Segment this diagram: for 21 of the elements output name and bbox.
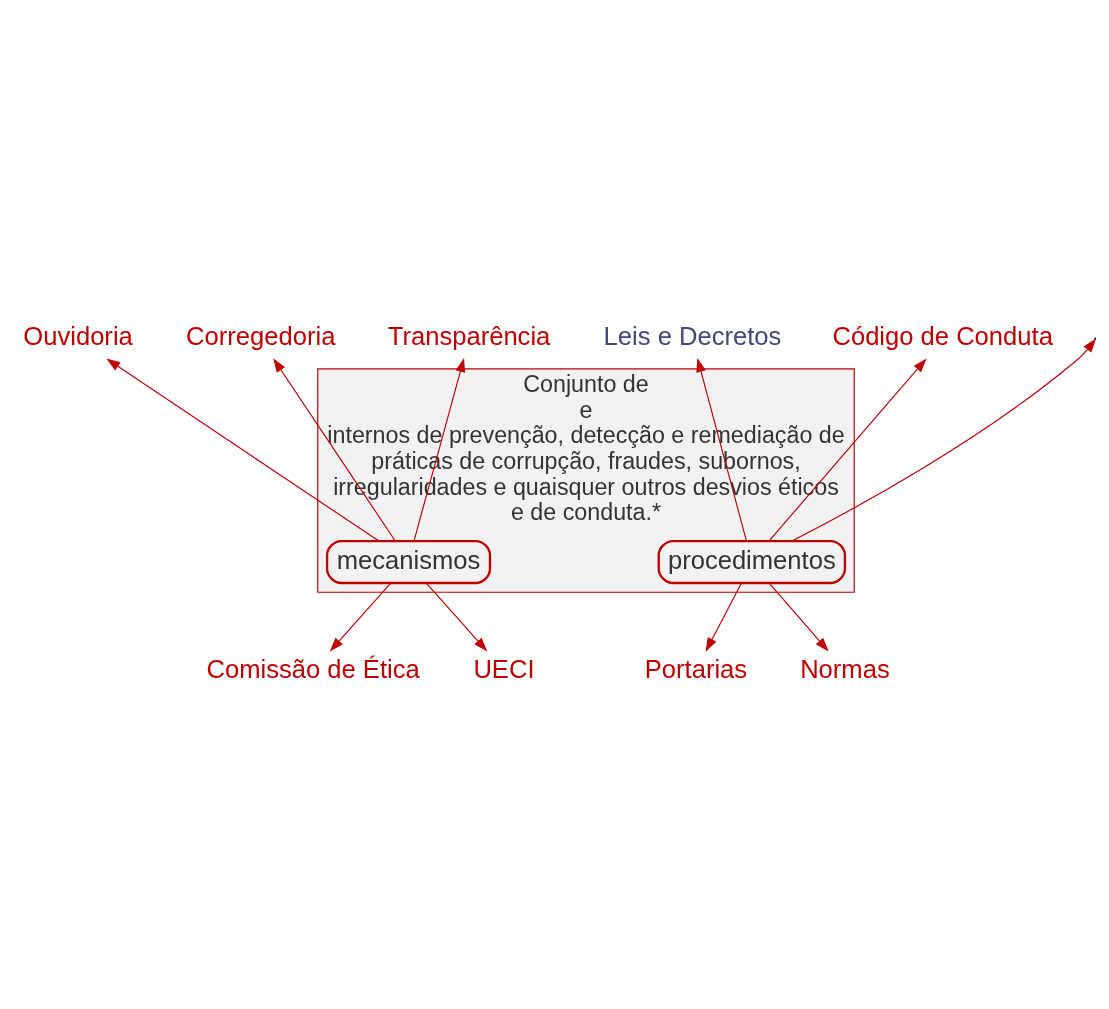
node-box: procedimentos xyxy=(657,539,847,584)
node-box: mecanismos xyxy=(325,539,492,584)
arrow xyxy=(768,357,927,542)
node-text: Transparência xyxy=(387,321,551,350)
node-text: UECI xyxy=(473,654,535,683)
arrow xyxy=(768,582,829,651)
node-text: Portarias xyxy=(644,654,748,683)
node-text: Código de Conduta xyxy=(832,321,1053,350)
node-text: Normas xyxy=(800,654,890,683)
arrow xyxy=(413,357,466,542)
arrow xyxy=(329,582,392,651)
node-text: Comissão de Ética xyxy=(206,654,420,683)
node-text: Leis e Decretos xyxy=(603,321,782,350)
arrow xyxy=(425,582,488,651)
node-text: Corregedoria xyxy=(186,321,336,350)
arrow xyxy=(791,338,1097,542)
arrow xyxy=(273,357,396,542)
node-text: Ouvidoria xyxy=(23,321,133,350)
arrow xyxy=(705,582,742,652)
arrow xyxy=(696,357,748,542)
arrow xyxy=(106,358,380,542)
